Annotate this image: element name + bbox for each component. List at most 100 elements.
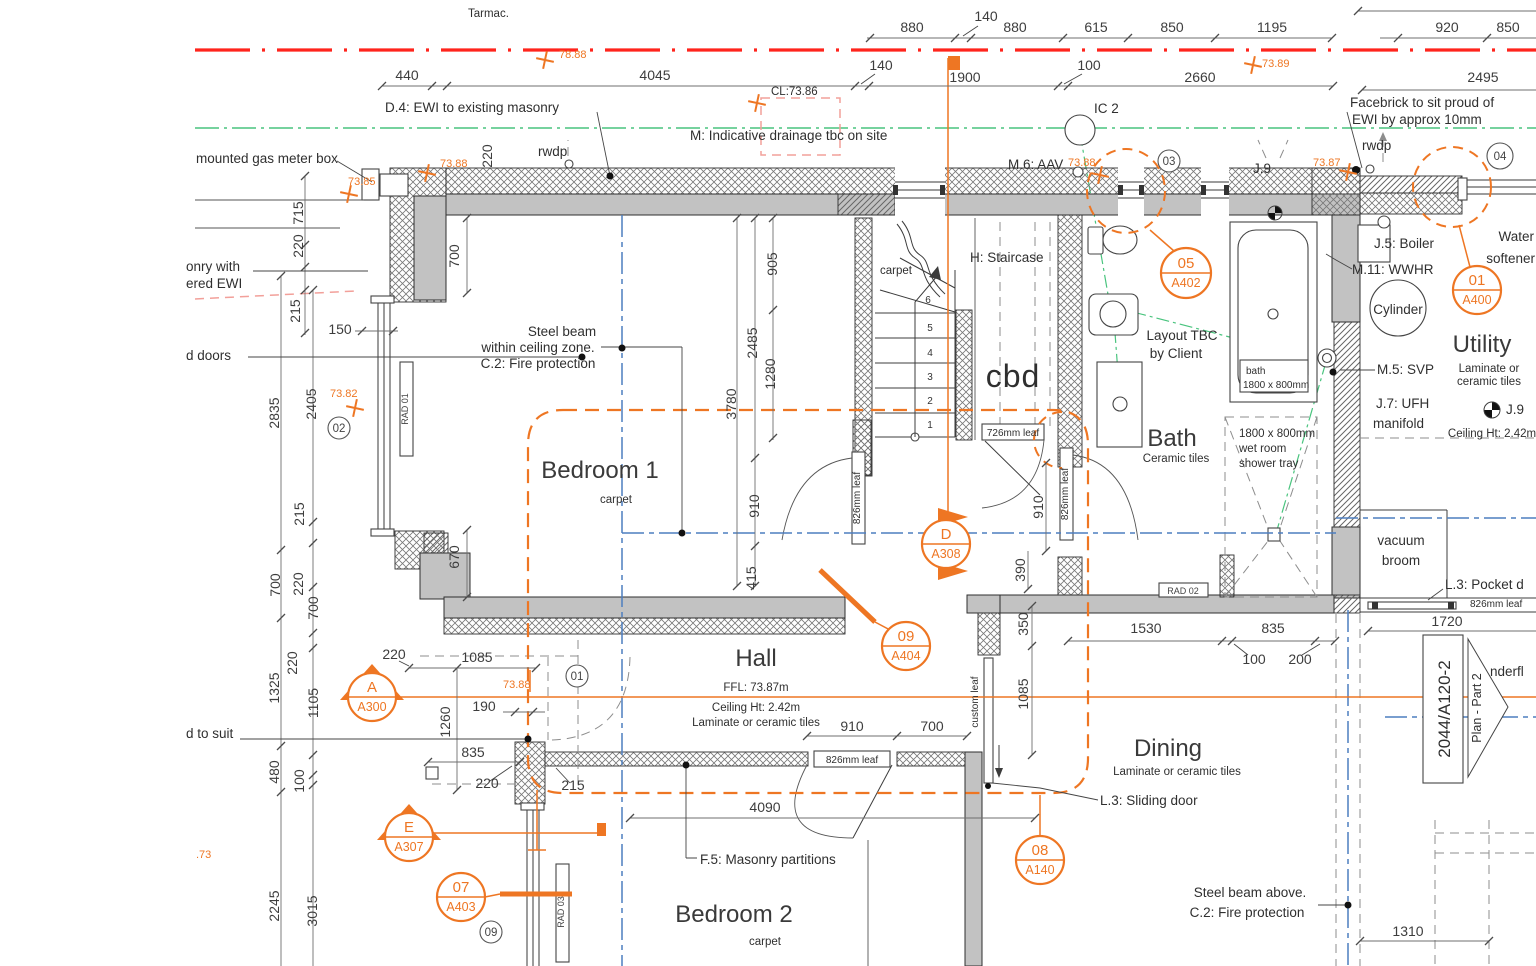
radiator-02 bbox=[1158, 582, 1209, 598]
dim: 4045 bbox=[639, 67, 670, 83]
ref-circle-04: 04 bbox=[1494, 151, 1507, 163]
svg-text:A400: A400 bbox=[1462, 293, 1491, 307]
dim: 1310 bbox=[1392, 923, 1423, 939]
note-drainage: M: Indicative drainage tbc on site bbox=[690, 128, 887, 143]
windows bbox=[370, 177, 1536, 966]
toilet-cistern bbox=[1087, 226, 1104, 255]
dim: 200 bbox=[1288, 651, 1312, 667]
note-l3-slide: L.3: Sliding door bbox=[1100, 793, 1198, 808]
tread-1: 1 bbox=[927, 420, 933, 431]
section-marker-a308: D A308 bbox=[920, 508, 972, 580]
dim: 215 bbox=[561, 777, 585, 793]
note-l3-pocket: L.3: Pocket d bbox=[1445, 577, 1524, 592]
svg-text:A140: A140 bbox=[1025, 863, 1054, 877]
detail-marker-a404: 09 A404 bbox=[880, 620, 932, 672]
dim: 910 bbox=[840, 718, 864, 734]
dim: 220 bbox=[290, 572, 306, 596]
shower-label-1: 1800 x 800mm bbox=[1239, 428, 1315, 440]
doors bbox=[547, 423, 1457, 839]
note-to-suit: d to suit bbox=[186, 726, 234, 741]
dim: 100 bbox=[291, 769, 307, 793]
inspection-chamber bbox=[1064, 114, 1096, 146]
radiator-01 bbox=[399, 361, 414, 457]
detail-marker-a403: 07 A403 bbox=[435, 871, 487, 923]
note-j7a: J.7: UFH bbox=[1376, 396, 1429, 411]
dim: 480 bbox=[266, 760, 282, 784]
dim: 100 bbox=[1077, 57, 1101, 73]
note-f5: F.5: Masonry partitions bbox=[700, 852, 836, 867]
toilet-bowl bbox=[1102, 225, 1138, 255]
ref-circle-01: 01 bbox=[571, 671, 584, 683]
note-m5: M.5: SVP bbox=[1377, 362, 1434, 377]
dim: 220 bbox=[475, 775, 499, 791]
ref-circle-03: 03 bbox=[1163, 156, 1176, 168]
j9-label: J.9 bbox=[1253, 161, 1271, 176]
dim: 670 bbox=[446, 545, 462, 569]
store-label-1: vacuum bbox=[1377, 533, 1424, 548]
dim: 3015 bbox=[304, 895, 320, 926]
plan-part-marker: 2044/A120-2 Plan - Part 2 bbox=[1422, 634, 1509, 784]
dim: 1105 bbox=[305, 688, 321, 718]
dim: 390 bbox=[1012, 558, 1028, 582]
svg-text:E: E bbox=[404, 819, 414, 836]
dim: 4090 bbox=[749, 799, 780, 815]
dim: 1085 bbox=[461, 649, 492, 665]
ref-circle-09: 09 bbox=[485, 927, 498, 939]
dim: 3780 bbox=[723, 388, 739, 419]
dim: 835 bbox=[461, 744, 485, 760]
shower-label-3: shower tray bbox=[1239, 458, 1299, 470]
svg-text:A308: A308 bbox=[931, 547, 960, 561]
bathroom-fixtures bbox=[361, 114, 1501, 963]
level-cut: .73 bbox=[196, 849, 211, 861]
bath-label-box bbox=[1239, 359, 1309, 393]
dim: 190 bbox=[472, 698, 496, 714]
level-7888: 78.88 bbox=[559, 49, 587, 61]
tread-6: 6 bbox=[925, 295, 931, 306]
dim: 700 bbox=[446, 244, 462, 268]
room-utility: Utility bbox=[1453, 331, 1512, 358]
dim: 835 bbox=[1261, 620, 1285, 636]
site-boundary-line bbox=[194, 48, 1536, 300]
door-custom-leaf: custom leaf bbox=[970, 676, 981, 727]
dim: 2405 bbox=[303, 388, 319, 419]
dim: 700 bbox=[267, 573, 283, 597]
note-j5: J.5: Boiler bbox=[1374, 236, 1435, 251]
detail-marker-a400: 01 A400 bbox=[1451, 264, 1503, 316]
leader-lines bbox=[240, 111, 1444, 909]
stair-finish: carpet bbox=[880, 265, 913, 277]
room-bedroom1-finish: carpet bbox=[600, 494, 633, 506]
room-staircase: H: Staircase bbox=[970, 250, 1044, 265]
utility-finish-2: ceramic tiles bbox=[1457, 376, 1521, 388]
datum-symbol bbox=[1268, 206, 1282, 220]
note-steel-1a: Steel beam bbox=[528, 324, 596, 339]
level-7389: 73.89 bbox=[1262, 58, 1290, 70]
room-bedroom1: Bedroom 1 bbox=[541, 457, 658, 484]
room-dining: Dining bbox=[1134, 735, 1202, 762]
svg-text:A404: A404 bbox=[891, 649, 920, 663]
note-steel-1c: C.2: Fire protection bbox=[481, 356, 596, 371]
tread-3: 3 bbox=[927, 372, 933, 383]
room-bath-finish: Ceramic tiles bbox=[1143, 453, 1210, 465]
rad02-label: RAD 02 bbox=[1167, 586, 1199, 596]
water-softener-2: softener bbox=[1486, 251, 1535, 266]
rad01-label: RAD 01 bbox=[400, 393, 410, 425]
svg-text:D: D bbox=[941, 526, 952, 543]
note-facebrick-1: Facebrick to sit proud of bbox=[1350, 95, 1494, 110]
svg-text:A403: A403 bbox=[446, 900, 475, 914]
note-steel-2a: Steel beam above. bbox=[1194, 885, 1307, 900]
note-steel-1b: within ceiling zone. bbox=[480, 340, 594, 355]
dim: 1325 bbox=[266, 672, 282, 703]
section-marker-a300: A A300 bbox=[340, 664, 404, 723]
dim: 850 bbox=[1160, 19, 1184, 35]
dim: 215 bbox=[287, 299, 303, 323]
ic2-label: IC 2 bbox=[1094, 101, 1119, 116]
door-leaf-726: 726mm leaf bbox=[987, 428, 1039, 439]
aav-symbol bbox=[1072, 166, 1084, 178]
shower-tray bbox=[1224, 416, 1318, 598]
dim: 2245 bbox=[266, 890, 282, 921]
sheet-number: 2044/A120-2 bbox=[1435, 660, 1454, 757]
dim: 1530 bbox=[1130, 620, 1161, 636]
dim: 880 bbox=[900, 19, 924, 35]
dim: 2835 bbox=[266, 397, 282, 428]
rwdp-label: rwdp bbox=[538, 144, 567, 159]
